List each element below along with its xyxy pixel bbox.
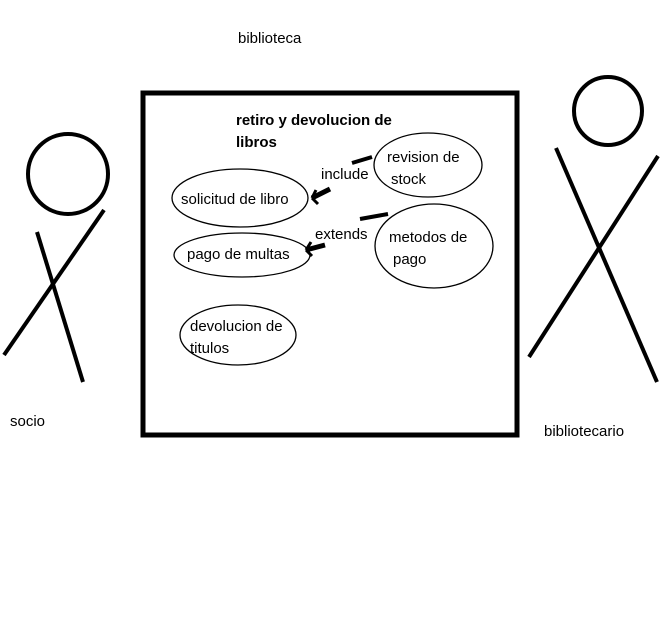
actor-bibliotecario-stroke-b xyxy=(527,154,660,359)
use-case-devolucion-label-line2: titulos xyxy=(190,340,230,357)
actor-bibliotecario-head xyxy=(572,75,644,147)
actor-socio-figure xyxy=(2,132,110,383)
use-case-revision-label-line2: stock xyxy=(391,171,427,188)
extends-relation-line xyxy=(304,212,389,258)
actor-bibliotecario-stroke-a xyxy=(554,147,659,383)
actor-socio-stroke-b xyxy=(2,208,106,357)
actor-bibliotecario-figure xyxy=(527,75,660,383)
use-case-metodos-ellipse xyxy=(374,203,494,289)
actor-bibliotecario-label: bibliotecario xyxy=(544,423,625,440)
include-relation-line xyxy=(310,155,373,206)
system-boundary xyxy=(140,90,520,438)
include-relation-label: include xyxy=(321,166,369,183)
use-case-devolucion-ellipse xyxy=(179,304,297,366)
use-case-solicitud-ellipse xyxy=(171,168,309,228)
actor-socio-head xyxy=(26,132,110,216)
use-case-metodos-label-line1: metodos de xyxy=(389,229,468,246)
system-title-line1: retiro y devolucion de xyxy=(236,112,392,129)
diagram-title: biblioteca xyxy=(238,30,302,47)
use-case-pago-multas-label: pago de multas xyxy=(187,246,290,263)
use-case-metodos-label-line2: pago xyxy=(393,251,427,268)
use-case-revision-ellipse xyxy=(373,132,483,198)
actor-socio-stroke-a xyxy=(35,231,85,383)
use-case-revision-label-line1: revision de xyxy=(387,149,460,166)
system-title-line2: libros xyxy=(236,134,277,151)
actor-socio-label: socio xyxy=(10,413,46,430)
use-case-devolucion-label-line1: devolucion de xyxy=(190,318,283,335)
extends-relation-label: extends xyxy=(315,226,368,243)
use-case-solicitud-label: solicitud de libro xyxy=(181,191,289,208)
